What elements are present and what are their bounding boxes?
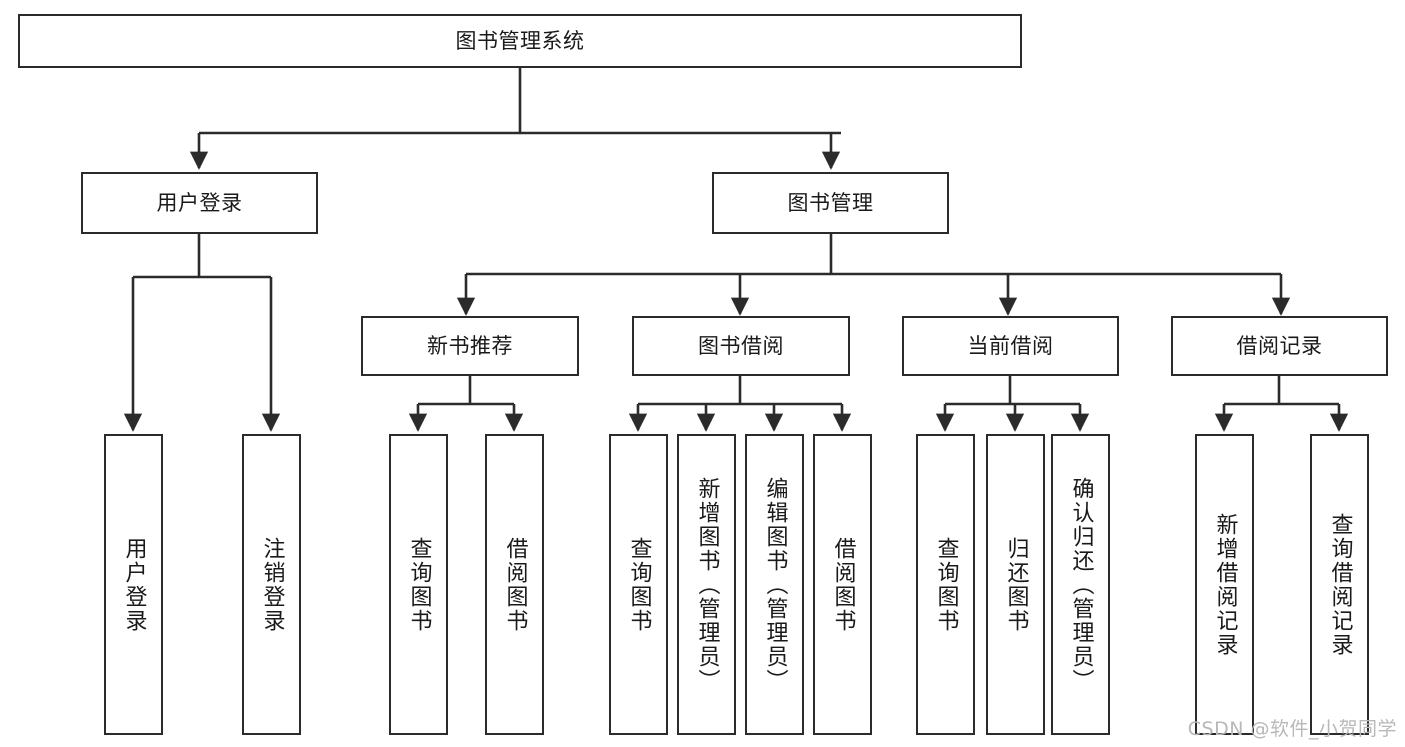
node-leaf-add-record-label: 新增借阅记录 bbox=[1212, 512, 1238, 657]
node-leaf-borrow-book-1[interactable]: 借阅图书 bbox=[485, 434, 544, 735]
node-book-borrow[interactable]: 图书借阅 bbox=[632, 316, 850, 376]
node-leaf-borrow-book-2[interactable]: 借阅图书 bbox=[813, 434, 872, 735]
node-leaf-query-book-2-label: 查询图书 bbox=[626, 536, 652, 633]
node-book-manage[interactable]: 图书管理 bbox=[712, 172, 949, 234]
node-leaf-user-login-label: 用户登录 bbox=[121, 536, 147, 633]
node-leaf-query-book-3-label: 查询图书 bbox=[933, 536, 959, 633]
node-root[interactable]: 图书管理系统 bbox=[18, 14, 1022, 68]
node-borrow-record[interactable]: 借阅记录 bbox=[1171, 316, 1388, 376]
node-leaf-query-book-2[interactable]: 查询图书 bbox=[609, 434, 668, 735]
node-new-book-recommend[interactable]: 新书推荐 bbox=[361, 316, 579, 376]
node-leaf-return-book[interactable]: 归还图书 bbox=[986, 434, 1045, 735]
node-leaf-add-book[interactable]: 新增图书（管理员） bbox=[677, 434, 736, 735]
node-leaf-add-record[interactable]: 新增借阅记录 bbox=[1195, 434, 1254, 735]
node-user-login[interactable]: 用户登录 bbox=[81, 172, 318, 234]
node-borrow-record-label: 借阅记录 bbox=[1236, 333, 1323, 358]
node-root-label: 图书管理系统 bbox=[455, 28, 585, 53]
node-new-book-recommend-label: 新书推荐 bbox=[427, 333, 513, 358]
node-leaf-confirm-return[interactable]: 确认归还（管理员） bbox=[1051, 434, 1110, 735]
node-leaf-return-book-label: 归还图书 bbox=[1003, 536, 1029, 633]
node-leaf-edit-book-label: 编辑图书（管理员） bbox=[762, 476, 788, 693]
node-leaf-borrow-book-2-label: 借阅图书 bbox=[830, 536, 856, 633]
node-leaf-confirm-return-label: 确认归还（管理员） bbox=[1068, 476, 1094, 693]
node-leaf-query-book-1[interactable]: 查询图书 bbox=[389, 434, 448, 735]
node-current-borrow-label: 当前借阅 bbox=[967, 333, 1054, 358]
node-leaf-edit-book[interactable]: 编辑图书（管理员） bbox=[745, 434, 804, 735]
node-leaf-logout-login[interactable]: 注销登录 bbox=[242, 434, 301, 735]
node-book-manage-label: 图书管理 bbox=[787, 190, 874, 215]
node-leaf-query-record-label: 查询借阅记录 bbox=[1327, 512, 1353, 657]
node-user-login-label: 用户登录 bbox=[156, 190, 243, 215]
node-current-borrow[interactable]: 当前借阅 bbox=[902, 316, 1119, 376]
node-leaf-logout-login-label: 注销登录 bbox=[259, 536, 285, 633]
node-leaf-query-book-1-label: 查询图书 bbox=[406, 536, 432, 633]
watermark-text: CSDN @软件_小贺同学 bbox=[1187, 718, 1397, 740]
node-leaf-user-login[interactable]: 用户登录 bbox=[104, 434, 163, 735]
node-leaf-query-record[interactable]: 查询借阅记录 bbox=[1310, 434, 1369, 735]
node-leaf-query-book-3[interactable]: 查询图书 bbox=[916, 434, 975, 735]
node-leaf-add-book-label: 新增图书（管理员） bbox=[694, 476, 720, 693]
node-book-borrow-label: 图书借阅 bbox=[698, 333, 784, 358]
node-leaf-borrow-book-1-label: 借阅图书 bbox=[502, 536, 528, 633]
